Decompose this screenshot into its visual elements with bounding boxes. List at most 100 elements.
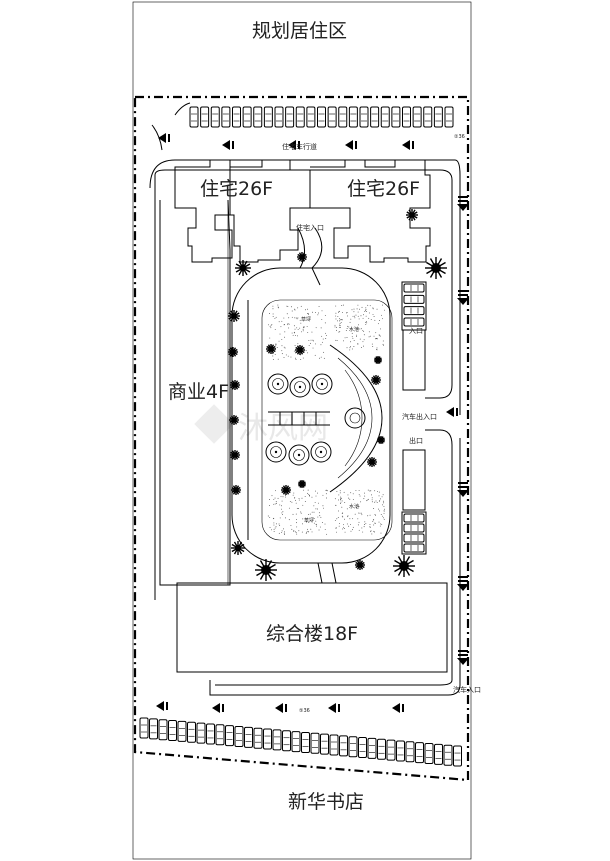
label-residential-entrance: 住宅入口	[296, 223, 324, 232]
car-icon	[285, 106, 295, 128]
label-marker-top: ②36	[454, 134, 465, 140]
parking-bay-east-lower	[401, 449, 427, 555]
car-icon	[215, 724, 225, 746]
tree-group-garden	[265, 356, 385, 570]
tree-icon	[228, 310, 240, 322]
tree-icon	[228, 347, 238, 357]
arrow-icon	[275, 703, 287, 713]
arrow-icon	[457, 482, 469, 497]
tree-group-west	[228, 209, 447, 581]
arrow-group	[156, 133, 469, 713]
tree-icon	[310, 441, 332, 463]
arrow-icon	[457, 196, 469, 211]
car-icon	[367, 737, 377, 759]
tree-icon	[288, 444, 310, 466]
car-icon	[358, 737, 367, 759]
car-icon	[200, 106, 210, 128]
arrow-icon	[446, 407, 458, 417]
arrow-icon	[457, 576, 469, 591]
car-icon	[168, 720, 177, 742]
car-icon	[391, 106, 401, 128]
car-icon	[405, 741, 415, 763]
central-plaza	[329, 344, 383, 493]
car-icon	[403, 317, 425, 327]
tree-icon	[230, 380, 240, 390]
tree-icon	[297, 252, 307, 262]
car-icon	[402, 106, 411, 128]
car-icon	[386, 739, 396, 761]
gate-curve-top	[151, 124, 163, 151]
parking-row-south	[139, 717, 462, 767]
arrow-icon	[156, 701, 168, 711]
tree-icon	[393, 555, 415, 577]
car-icon	[295, 106, 305, 128]
car-icon	[187, 721, 196, 743]
tree-icon	[230, 450, 240, 460]
tree-icon	[355, 560, 365, 570]
car-icon	[403, 283, 425, 293]
label-car-gate: 汽车出入口	[402, 412, 437, 421]
label-entry: 入口	[409, 327, 423, 335]
car-icon	[253, 727, 263, 749]
tree-icon	[295, 345, 305, 355]
car-icon	[377, 738, 386, 760]
car-icon	[177, 720, 187, 742]
label-exit: 出口	[409, 436, 423, 445]
car-icon	[317, 106, 326, 128]
car-icon	[453, 745, 462, 767]
label-north-district: 规划居住区	[252, 20, 347, 42]
arrow-icon	[288, 140, 300, 150]
car-icon	[196, 722, 206, 744]
drive-lane	[215, 429, 453, 686]
tree-icon	[231, 541, 245, 555]
car-icon	[210, 106, 220, 128]
tree-icon	[298, 480, 306, 488]
tree-icon	[371, 375, 381, 385]
label-water-2: 水池	[349, 503, 359, 510]
car-icon	[272, 729, 282, 751]
garden-inner	[261, 299, 393, 541]
label-south-store: 新华书店	[288, 791, 364, 813]
car-icon	[403, 306, 425, 316]
tree-icon	[229, 415, 239, 425]
arrow-icon	[392, 703, 404, 713]
car-icon	[263, 728, 272, 750]
car-icon	[189, 106, 199, 128]
label-residential-1: 住宅26F	[200, 178, 273, 200]
tree-icon	[367, 457, 377, 467]
site-boundary	[133, 95, 470, 782]
watermark: 沐风网	[194, 404, 328, 446]
arrow-icon	[158, 133, 170, 143]
car-icon	[403, 513, 425, 523]
garden-stipple	[267, 304, 386, 535]
label-lawn-1: 草坪	[301, 316, 311, 323]
car-icon	[423, 106, 433, 128]
car-icon	[339, 735, 348, 757]
garden-path-north	[297, 227, 323, 286]
car-icon	[359, 106, 369, 128]
car-icon	[412, 106, 422, 128]
car-icon	[380, 106, 390, 128]
car-icon	[348, 106, 358, 128]
car-icon	[274, 106, 284, 128]
car-icon	[225, 725, 234, 747]
arrow-icon	[222, 140, 234, 150]
car-icon	[444, 106, 454, 128]
car-icon	[370, 106, 380, 128]
garden-path-south	[317, 562, 337, 584]
parking-row-north	[189, 106, 454, 128]
svg-text:沐风网: 沐风网	[238, 411, 328, 446]
car-icon	[403, 294, 425, 304]
car-icon	[348, 736, 358, 758]
tree-icon	[425, 257, 447, 279]
perimeter-road-inner	[154, 169, 453, 600]
car-icon	[329, 734, 339, 756]
car-icon	[403, 523, 425, 533]
car-icon	[424, 743, 434, 764]
arrow-icon	[457, 290, 469, 305]
tree-icon	[406, 209, 418, 221]
car-icon	[139, 717, 149, 739]
car-icon	[403, 543, 425, 553]
residential-building-1	[174, 159, 233, 263]
